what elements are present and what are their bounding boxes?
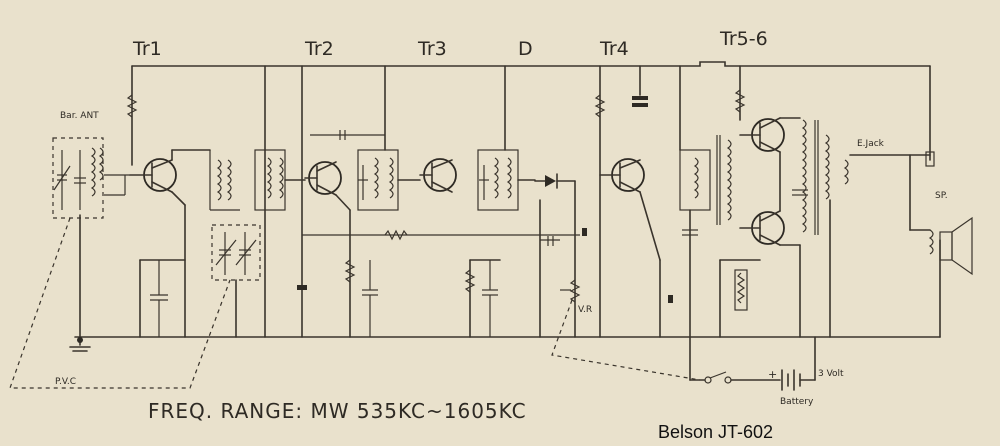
volume-control — [560, 279, 581, 303]
if-transformer-3 — [477, 149, 519, 211]
driver-transformer — [679, 135, 732, 225]
tr2-label: Tr2 — [304, 38, 334, 60]
volt-label: 3 Volt — [818, 369, 844, 379]
transistor-tr6 — [739, 210, 785, 246]
battery-label: Battery — [780, 397, 814, 407]
tr3-label: Tr3 — [417, 38, 447, 60]
ground-symbol — [69, 214, 91, 352]
transistor-tr3 — [419, 158, 457, 193]
vr-label: V.R — [578, 305, 592, 315]
bar-ant-label: Bar. ANT — [60, 111, 99, 121]
bar-antenna — [52, 137, 130, 219]
tuning-gang-capacitor — [211, 224, 261, 281]
plus-sign: + — [768, 368, 777, 381]
power-rails — [74, 61, 941, 338]
pvc-label: P.V.C — [55, 377, 76, 387]
output-transformer — [801, 119, 830, 235]
speaker-icon — [909, 216, 973, 276]
oscillator-coil — [209, 150, 240, 211]
freq-range-text: FREQ. RANGE: MW 535KC~1605KC — [148, 399, 527, 423]
sp-label: SP. — [935, 191, 948, 201]
transistor-tr4 — [599, 158, 645, 193]
transistor-tr5 — [739, 117, 785, 153]
transistor-tr1 — [129, 158, 186, 206]
if-transformer-2 — [357, 149, 399, 211]
d-label: D — [518, 38, 533, 60]
transistor-tr2 — [304, 161, 342, 196]
earphone-jack — [843, 151, 935, 231]
e-jack-label: E.Jack — [857, 139, 885, 149]
battery-switch — [689, 336, 781, 384]
vr-switch-linkage — [551, 299, 701, 381]
pvc-linkage — [9, 217, 231, 389]
battery-icon — [781, 336, 816, 391]
if-transformer-1 — [254, 149, 286, 211]
tr4-label: Tr4 — [599, 38, 629, 60]
tr1-label: Tr1 — [132, 38, 162, 60]
tr5-6-label: Tr5-6 — [719, 28, 768, 50]
brand-model-text: Belson JT-602 — [658, 422, 773, 442]
detector-diode — [534, 173, 576, 189]
